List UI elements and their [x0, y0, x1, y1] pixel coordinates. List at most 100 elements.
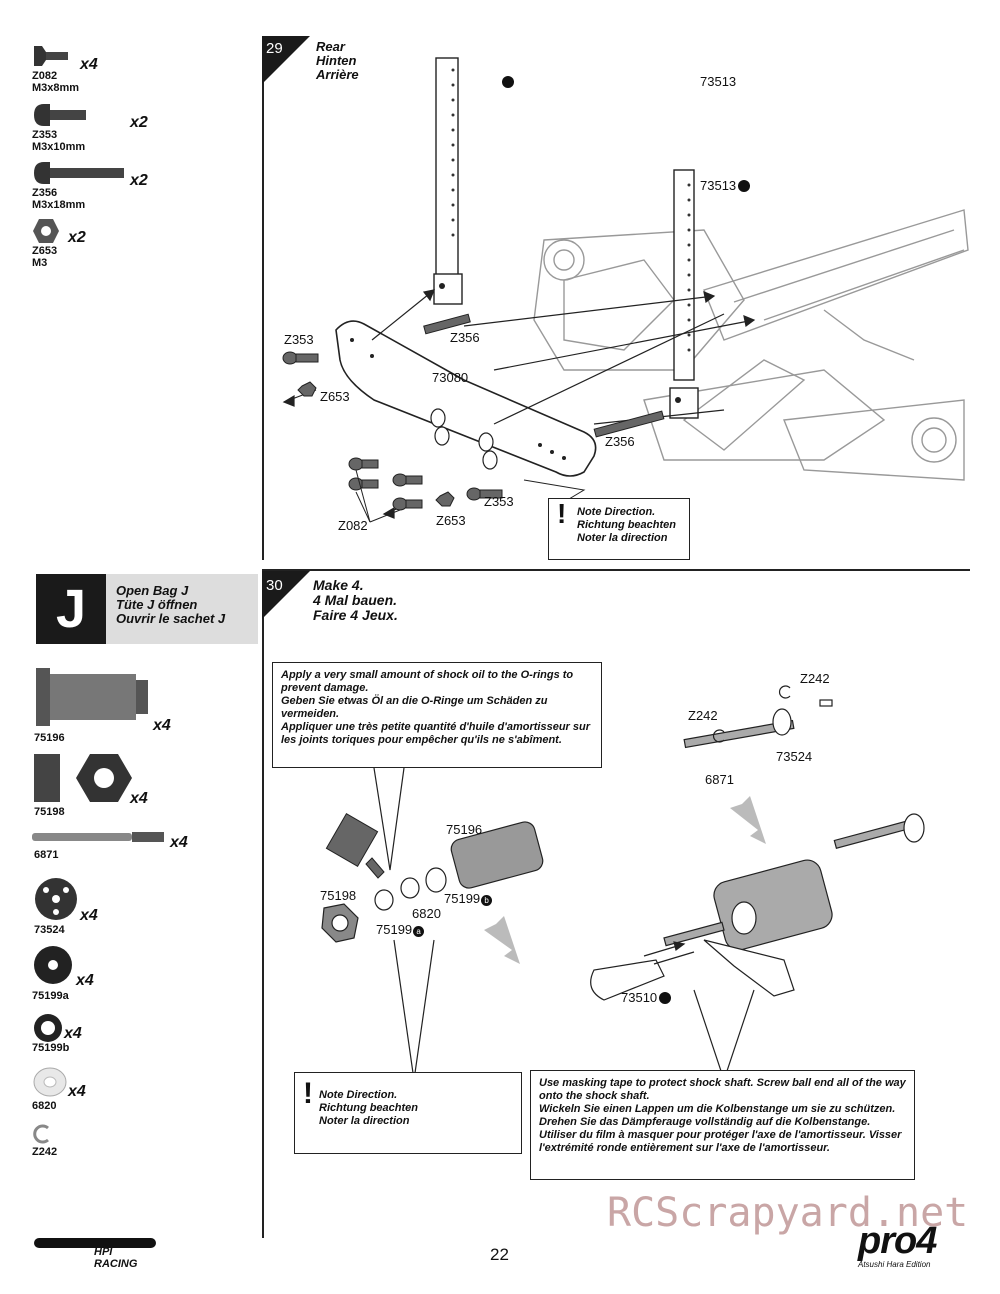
part-size: M3: [32, 257, 48, 269]
label-75196: 75196: [446, 822, 483, 837]
note-en: Note Direction.: [577, 506, 656, 518]
label-z356-right: Z356: [605, 434, 635, 449]
step-divider: [262, 38, 264, 560]
qty-label: x4: [64, 1025, 82, 1042]
oil-note-box: Apply a very small amount of shock oil t…: [272, 662, 602, 768]
part-code: 75196: [34, 732, 65, 744]
page-number: 22: [490, 1245, 509, 1264]
part-code: Z653: [32, 245, 58, 257]
shock-cap-icon: [34, 754, 132, 802]
note-direction-box: ! Note Direction. Richtung beachten Note…: [294, 1072, 522, 1154]
qty-label: x4: [80, 56, 98, 73]
hpi-logo-text: HPI RACING: [94, 1246, 138, 1270]
title-de: Hinten: [316, 53, 357, 68]
part-code: Z353: [32, 129, 58, 141]
tool-dot-icon: [502, 76, 514, 88]
note-text: Note Direction. Richtung beachten Noter …: [577, 506, 676, 545]
label-73524: 73524: [776, 749, 813, 764]
warning-icon: !: [557, 498, 567, 529]
rear-shock-tower-diagram: [282, 57, 969, 523]
note-de: Richtung beachten: [577, 519, 677, 531]
label-75199b-code: 75199: [444, 891, 481, 906]
note-fr: Noter la direction: [577, 532, 668, 544]
tape-note-en: Use masking tape to protect shock shaft.…: [539, 1077, 906, 1102]
part-code: 6820: [32, 1100, 57, 1112]
part-code: Z242: [32, 1146, 58, 1158]
note-en: Note Direction.: [319, 1089, 398, 1101]
label-73510: 73510: [621, 990, 658, 1005]
note-fr: Noter la direction: [319, 1115, 410, 1127]
shock-body-icon: [36, 668, 148, 726]
part-size: M3x8mm: [32, 82, 80, 94]
part-code: 6871: [34, 849, 59, 861]
label-73513: 73513: [700, 74, 737, 89]
step-divider: [262, 570, 264, 1238]
step-number-badge: [262, 571, 310, 619]
title-en: Rear: [316, 39, 345, 54]
label-z082: Z082: [338, 518, 368, 533]
oil-note-de: Geben Sie etwas Öl an die O-Ringe um Sch…: [281, 695, 548, 720]
part-code: Z356: [32, 187, 58, 199]
part-code: 73524: [34, 924, 65, 936]
step-number: 29: [266, 40, 283, 57]
e-clip-icon: [33, 1124, 49, 1144]
screw-icon: [34, 104, 86, 126]
pro4-logo: pro4 Atsushi Hara Edition: [858, 1220, 937, 1269]
label-z653-bottom: Z653: [436, 513, 466, 528]
qty-label: x4: [130, 790, 148, 807]
note-direction-box: ! Note Direction. Richtung beachten Note…: [548, 498, 690, 560]
qty-label: x4: [153, 717, 171, 734]
part-size: M3x10mm: [32, 141, 86, 153]
mark-b-icon: b: [481, 895, 493, 906]
title-de: 4 Mal bauen.: [313, 592, 398, 608]
oring-icon: [33, 1067, 67, 1097]
part-code: 75199a: [32, 990, 69, 1002]
qty-label: x4: [170, 834, 188, 851]
part-size: M3x18mm: [32, 199, 86, 211]
label-z653: Z653: [320, 389, 350, 404]
qty-label: x4: [80, 907, 98, 924]
label-6871: 6871: [705, 772, 734, 787]
washer-icon: [34, 1014, 62, 1042]
bag-j-en: Open Bag J: [116, 583, 189, 598]
title-fr: Faire 4 Jeux.: [313, 607, 398, 623]
oil-note-fr: Appliquer une très petite quantité d'hui…: [281, 721, 590, 746]
screw-icon: [34, 162, 124, 184]
oil-note-en: Apply a very small amount of shock oil t…: [281, 669, 574, 694]
bag-j-fr: Ouvrir le sachet J: [116, 611, 226, 626]
qty-label: x4: [68, 1083, 86, 1100]
qty-label: x2: [130, 172, 148, 189]
label-z353: Z353: [284, 332, 314, 347]
title-en: Make 4.: [313, 577, 364, 593]
hpi-racing-logo: HPI RACING: [34, 1236, 156, 1270]
piston-icon: [35, 878, 77, 920]
bag-letter: J: [36, 574, 106, 644]
tool-dot-icon: [659, 992, 671, 1004]
step-number-badge: [262, 36, 310, 84]
bag-j-text: Open Bag J Tüte J öffnen Ouvrir le sache…: [116, 584, 225, 626]
label-z242-top: Z242: [800, 671, 830, 686]
watermark: RCScrapyard.net: [607, 1190, 969, 1236]
qty-label: x2: [68, 229, 86, 246]
part-code: Z082: [32, 70, 58, 82]
nut-icon: [33, 219, 59, 243]
bag-j-de: Tüte J öffnen: [116, 597, 198, 612]
washer-icon: [34, 946, 72, 984]
label-73080: 73080: [432, 370, 469, 385]
pro4-logo-text: pro4: [858, 1220, 937, 1262]
step-number: 30: [266, 577, 283, 594]
mark-a-icon: a: [413, 926, 425, 937]
screw-icon: [34, 46, 68, 66]
label-z353-bottom: Z353: [484, 494, 514, 509]
section-divider: [262, 569, 970, 571]
note-text: Note Direction. Richtung beachten Noter …: [319, 1089, 418, 1128]
label-73513-right: 73513: [700, 178, 737, 193]
pro4-logo-sub: Atsushi Hara Edition: [858, 1260, 931, 1269]
note-de: Richtung beachten: [319, 1102, 419, 1114]
tape-note-fr: Utiliser du film à masquer pour protéger…: [539, 1129, 902, 1154]
tool-dot-icon: [738, 180, 750, 192]
label-75199a-code: 75199: [376, 922, 413, 937]
step-title: Rear Hinten Arrière: [316, 40, 359, 82]
